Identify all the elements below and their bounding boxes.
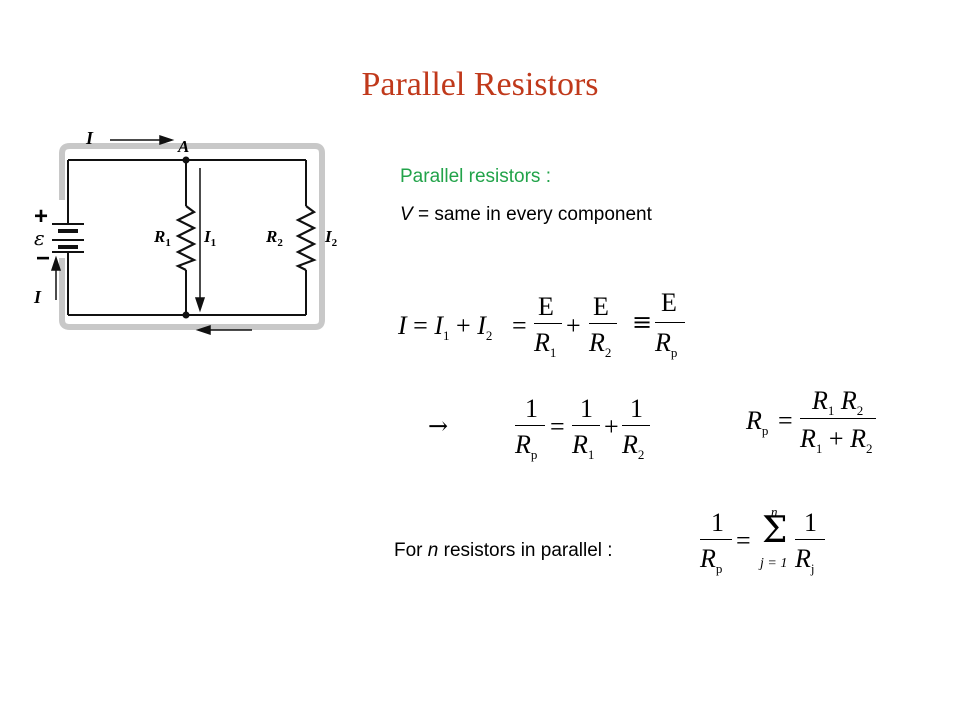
eq2-frac3-num: 1 <box>630 394 643 423</box>
n-resistors-statement: For n resistors in parallel : <box>394 540 613 562</box>
eq1-i2: I <box>477 311 486 340</box>
eq2-frac1-num: 1 <box>525 394 538 423</box>
resistor-r1 <box>175 205 197 271</box>
eq1-equiv: ≡ <box>632 308 653 336</box>
label-node-a: A <box>177 137 189 156</box>
resistor-r2 <box>295 205 317 271</box>
slide-title: Parallel Resistors <box>361 66 599 103</box>
eq4-sigma: Σ <box>762 510 788 551</box>
eq4-rhs-num: 1 <box>804 508 817 537</box>
eq3-num-r1-sub: 1 <box>827 403 835 418</box>
eq3-den-r1-sub: 1 <box>815 441 823 456</box>
current-bottom-arrow <box>195 324 252 336</box>
n-resistors-pre: For <box>394 540 428 561</box>
same-voltage-statement: V = same in every component <box>400 204 652 226</box>
eq1-i2-sub: 2 <box>485 328 493 343</box>
label-current-bottom: I <box>33 287 42 307</box>
eq2-frac2-r: R <box>572 430 588 459</box>
eq3-den-r2-sub: 2 <box>865 441 873 456</box>
label-r2: R2 <box>265 227 283 249</box>
label-plus: + <box>34 203 48 230</box>
eq4-lhs-sub: p <box>715 561 723 576</box>
eq1-frac1-num: E <box>538 292 554 321</box>
eq2-plus: + <box>604 412 619 441</box>
eq3-num-r2: R <box>840 386 857 415</box>
node-bottom-dot <box>182 311 190 319</box>
eq1-eq: = <box>413 311 428 340</box>
eq3-den-r1: R <box>800 424 816 453</box>
eq2-frac1-r: R <box>515 430 531 459</box>
eq1-frac1-r: R <box>534 328 550 357</box>
eq1-frac3-r: R <box>655 328 671 357</box>
eq2-eq: = <box>550 412 565 441</box>
eq3-rp-sub: p <box>761 423 769 438</box>
voltage-var: V <box>400 204 413 225</box>
eq2-frac3-sub: 2 <box>637 447 645 462</box>
eq4-rhs-sub: j <box>810 561 815 576</box>
eq4-rhs-r: R <box>795 544 811 573</box>
eq1-frac2-sub: 2 <box>604 345 612 360</box>
eq2-frac2-sub: 1 <box>587 447 595 462</box>
eq1-frac3-sub: p <box>670 345 678 360</box>
label-current-top: I <box>85 128 94 148</box>
eq1-frac2-num: E <box>593 292 609 321</box>
current-path-frame <box>59 143 325 330</box>
eq2-frac1-sub: p <box>530 447 538 462</box>
battery-symbol <box>52 223 84 253</box>
eq3-num-r1: R <box>812 386 828 415</box>
eq1-i1: I <box>434 311 444 340</box>
current-i1-arrow <box>194 168 206 313</box>
label-i2: I2 <box>324 227 338 249</box>
eq3-eq: = <box>778 406 793 435</box>
eq3-rp: R <box>746 406 762 435</box>
eq4-sum-upper: n <box>771 504 778 519</box>
eq1-eq2: = <box>512 311 527 340</box>
n-resistors-post: resistors in parallel : <box>438 540 613 561</box>
eq4-sum-lower: j = 1 <box>760 556 788 571</box>
eq4-lhs-r: R <box>700 544 716 573</box>
eq1-frac3-num: E <box>661 288 677 317</box>
eq1-frac1-sub: 1 <box>549 345 557 360</box>
eq4-eq: = <box>736 526 751 555</box>
eq1-i: I <box>398 311 407 340</box>
eq3-num-r2-sub: 2 <box>856 403 864 418</box>
eq1-i1-sub: 1 <box>443 328 450 343</box>
label-emf: ε <box>34 226 45 250</box>
node-a-dot <box>182 156 190 164</box>
current-left-arrow <box>50 255 62 300</box>
eq4-lhs-num: 1 <box>711 508 724 537</box>
eq1-plus: + <box>456 311 471 340</box>
eq2-frac2-num: 1 <box>580 394 593 423</box>
eq2-frac3-r: R <box>622 430 638 459</box>
label-r1: R1 <box>153 227 171 249</box>
eq3-den-r2: R <box>850 424 866 453</box>
n-resistors-var: n <box>427 540 439 561</box>
eq1-frac2-r: R <box>589 328 605 357</box>
eq2-arrow: → <box>428 412 449 440</box>
label-minus: − <box>36 245 50 272</box>
eq1-plus2: + <box>566 311 581 340</box>
same-voltage-text: = same in every component <box>412 204 652 225</box>
label-i1: I1 <box>203 227 216 249</box>
parallel-resistors-heading: Parallel resistors : <box>400 166 551 187</box>
eq3-den-plus: + <box>828 424 844 453</box>
current-top-arrow <box>110 134 175 146</box>
